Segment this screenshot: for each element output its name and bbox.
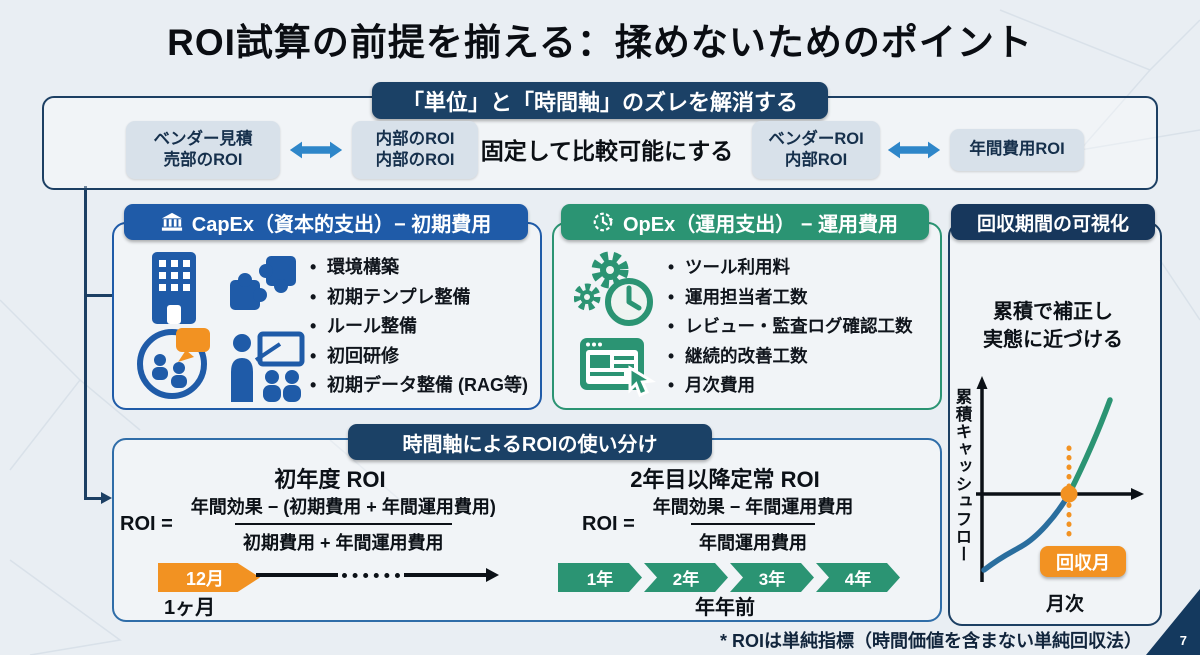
vendor-roi-line1: ベンダーROI xyxy=(768,129,864,148)
internal-roi-line2: 内部のROI xyxy=(375,151,455,169)
connector-branch-capex xyxy=(84,294,112,297)
page-title: ROI試算の前提を揃える：揉めないためのポイント xyxy=(167,22,1033,63)
payback-month-badge: 回収月 xyxy=(1040,546,1126,577)
steady-fraction: 年間効果 − 年間運用費用 年間運用費用 xyxy=(645,493,862,555)
steady-lhs: ROI = xyxy=(582,512,635,535)
connector-branch-time xyxy=(84,497,103,500)
first-year-formula: ROI = 年間効果 − (初期費用 + 年間運用費用) 初期費用 + 年間運用… xyxy=(120,493,504,555)
building-icon xyxy=(152,252,196,324)
capex-header-label: CapEx（資本的支出）− 初期費用 xyxy=(191,213,492,236)
timeline-arrow-segment xyxy=(256,573,338,577)
opex-item: レビュー・監査ログ確認工数 xyxy=(666,312,913,342)
capex-item: 初期テンプレ整備 xyxy=(308,283,528,313)
browser-click-icon xyxy=(580,338,656,398)
internal-roi-line1: 内部のROI xyxy=(375,129,455,148)
payback-header-label: 回収期間の可視化 xyxy=(976,213,1129,235)
connector-vertical xyxy=(84,186,87,500)
opex-item: ツール利用料 xyxy=(666,253,913,283)
capex-item: ルール整備 xyxy=(308,312,528,342)
bank-icon xyxy=(161,212,182,231)
capex-item: 環境構築 xyxy=(308,253,528,283)
double-arrow-icon xyxy=(289,141,343,159)
payback-header: 回収期間の可視化 xyxy=(951,204,1155,240)
internal-roi-pill: 内部のROI 内部のROI xyxy=(352,121,478,179)
opex-item: 運用担当者工数 xyxy=(666,283,913,313)
year-chevron: 3年 xyxy=(730,563,814,592)
alignment-banner: 「単位」と「時間軸」のズレを解消する xyxy=(371,82,829,119)
year-chevron: 2年 xyxy=(644,563,728,592)
page-number: 7 xyxy=(1179,633,1187,648)
timeaxis-banner: 時間軸によるROIの使い分け xyxy=(348,424,712,460)
first-year-below: 1ヶ月 xyxy=(164,597,216,619)
first-year-denominator: 初期費用 + 年間運用費用 xyxy=(235,523,452,555)
chart-x-label: 月次 xyxy=(1045,594,1084,615)
footnote: * ROIは単純指標（時間価値を含まない単純回収法） xyxy=(719,631,1142,651)
first-year-title: 初年度 ROI xyxy=(274,467,386,492)
capex-item: 初期データ整備 (RAG等) xyxy=(308,371,528,401)
payback-note: 累積で補正し 実態に近づける xyxy=(955,298,1151,354)
chart-y-label: 累積キャッシュフロー xyxy=(953,388,971,563)
meeting-icon xyxy=(137,328,210,399)
annual-cost-roi-pill: 年間費用ROI xyxy=(950,129,1084,171)
payback-chart xyxy=(976,376,1144,582)
puzzle-icon xyxy=(230,256,296,310)
payback-note-line2: 実態に近づける xyxy=(983,329,1123,351)
first-year-fraction: 年間効果 − (初期費用 + 年間運用費用) 初期費用 + 年間運用費用 xyxy=(183,493,504,555)
opex-item: 継続的改善工数 xyxy=(666,342,913,372)
capex-list: 環境構築 初期テンプレ整備 ルール整備 初回研修 初期データ整備 (RAG等) xyxy=(308,253,528,401)
vendor-roi-line2: 内部ROI xyxy=(784,151,848,169)
timeline-arrowhead xyxy=(486,568,499,582)
steady-numerator: 年間効果 − 年間運用費用 xyxy=(652,497,854,517)
opex-header-label: OpEx（運用支出） − 運用費用 xyxy=(622,213,899,236)
connector-arrowhead xyxy=(101,492,112,504)
vendor-estimate-line2: 売部のROI xyxy=(163,151,243,169)
fix-note: 固定して比較可能にする xyxy=(480,138,734,164)
year-chevron: 1年 xyxy=(558,563,642,592)
steady-formula: ROI = 年間効果 − 年間運用費用 年間運用費用 xyxy=(582,493,861,555)
steady-denominator: 年間運用費用 xyxy=(691,523,816,555)
payback-note-line1: 累積で補正し xyxy=(993,301,1113,323)
capex-header: CapEx（資本的支出）− 初期費用 xyxy=(124,204,528,240)
timeline-arrow-dots xyxy=(342,572,400,578)
training-icon xyxy=(231,331,305,402)
timeaxis-box xyxy=(112,438,942,622)
vendor-estimate-pill: ベンダー見積 売部のROI xyxy=(126,121,280,179)
timeline-arrow-segment xyxy=(404,573,486,577)
timeline-arrow xyxy=(256,568,508,582)
annual-cost-roi-label: 年間費用ROI xyxy=(969,140,1065,159)
years-chevrons: 1年 2年 3年 4年 xyxy=(558,563,900,592)
year-chevron: 4年 xyxy=(816,563,900,592)
double-arrow-icon xyxy=(887,141,941,159)
gears-clock-icon xyxy=(574,251,653,326)
opex-header: OpEx（運用支出） − 運用費用 xyxy=(561,204,929,240)
steady-below: 年年前 xyxy=(695,597,755,619)
first-year-numerator: 年間効果 − (初期費用 + 年間運用費用) xyxy=(190,497,496,517)
first-year-lhs: ROI = xyxy=(120,512,173,535)
opex-item: 月次費用 xyxy=(666,371,913,401)
capex-item: 初回研修 xyxy=(308,342,528,372)
opex-list: ツール利用料 運用担当者工数 レビュー・監査ログ確認工数 継続的改善工数 月次費… xyxy=(666,253,913,401)
vendor-estimate-line1: ベンダー見積 xyxy=(153,129,253,148)
steady-title: 2年目以降定常 ROI xyxy=(630,467,820,492)
month-chevron: 12月 xyxy=(158,563,260,592)
recurring-clock-icon xyxy=(593,212,614,232)
vendor-roi-pill: ベンダーROI 内部ROI xyxy=(752,121,880,179)
